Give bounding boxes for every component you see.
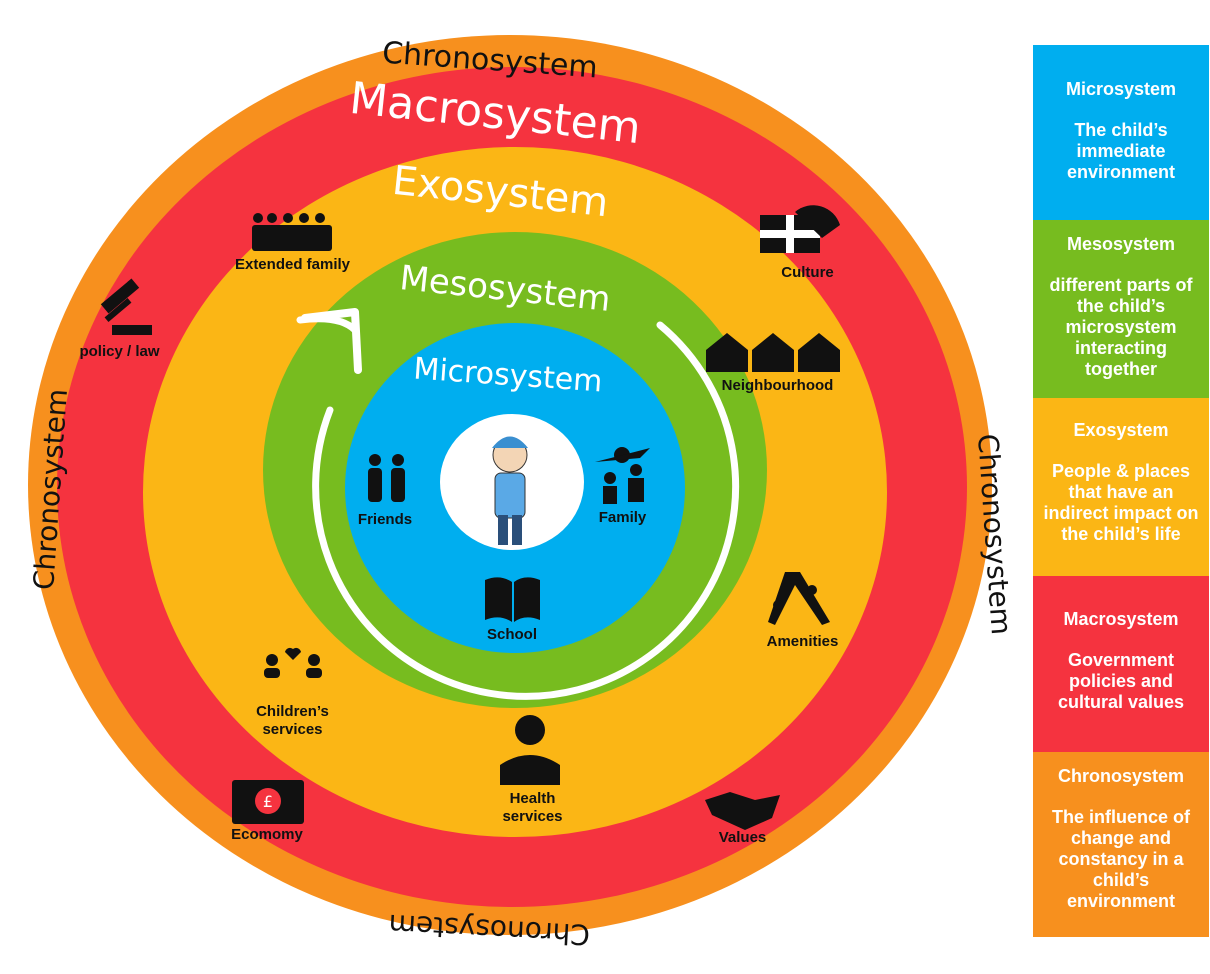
- culture-label: Culture: [781, 264, 834, 281]
- playground-icon: [768, 572, 830, 625]
- legend-mesosystem: Mesosystem different parts of the child’s…: [1033, 220, 1209, 398]
- values-label: Values: [718, 829, 767, 846]
- childrens-services-icon: [264, 647, 322, 678]
- amenities-label: Amenities: [766, 633, 839, 650]
- extended-family-icon: [252, 213, 332, 251]
- chronosystem-title-right: Chronosystem: [971, 433, 1018, 636]
- ecological-diagram: Chronosystem Macrosystem Exosystem Mesos…: [27, 35, 1018, 951]
- friends-label: Friends: [357, 511, 413, 528]
- money-icon: £: [232, 780, 304, 824]
- gavel-icon: [100, 278, 152, 335]
- legend-desc: different parts of the child’s microsyst…: [1049, 275, 1193, 379]
- family-icon: [595, 447, 650, 504]
- doctor-icon: [500, 715, 560, 785]
- policy-law-label: policy / law: [79, 343, 160, 360]
- family-label: Family: [598, 509, 647, 526]
- svg-text:£: £: [263, 792, 273, 811]
- legend-desc: The child’s immediate environment: [1066, 120, 1176, 182]
- arrow-head: [301, 308, 362, 374]
- neighbourhood-label: Neighbourhood: [721, 377, 834, 394]
- culture-flag-icon: [760, 205, 840, 253]
- legend-desc: Government policies and cultural values: [1057, 650, 1185, 712]
- legend-title: Mesosystem: [1066, 234, 1176, 254]
- extended-family-label: Extended family: [234, 256, 351, 273]
- book-icon: [485, 577, 540, 622]
- friends-icon: [368, 454, 405, 502]
- child-icon: [492, 436, 528, 545]
- health-services-label: Health services: [502, 790, 563, 825]
- handshake-icon: [705, 792, 780, 830]
- legend-title: Microsystem: [1065, 79, 1177, 99]
- childrens-services-label: Children’s services: [256, 703, 329, 738]
- legend-title: Exosystem: [1073, 420, 1169, 440]
- legend-title: Macrosystem: [1063, 609, 1179, 629]
- legend-desc: People & places that have an indirect im…: [1043, 461, 1199, 544]
- legend-title: Chronosystem: [1057, 766, 1185, 786]
- neighbourhood-icon: [706, 333, 840, 372]
- economy-label: Ecomomy: [231, 826, 303, 843]
- legend-desc: The influence of change and constancy in…: [1051, 807, 1190, 911]
- school-label: School: [486, 626, 537, 643]
